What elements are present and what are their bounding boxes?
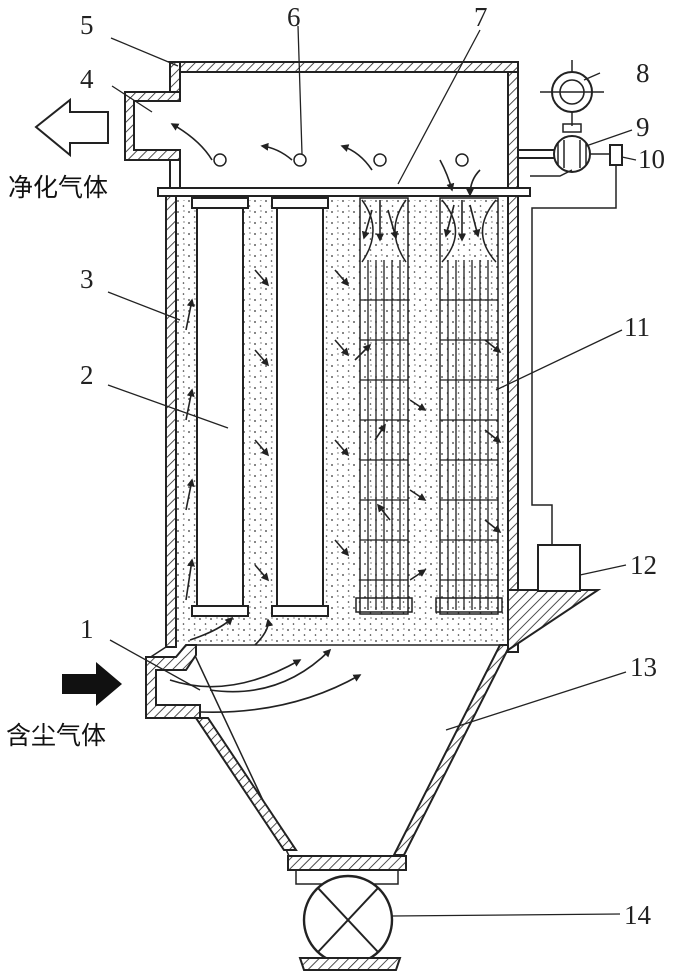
compressed-air-tank <box>540 60 604 126</box>
leader-lines <box>107 25 637 917</box>
label-2: 2 <box>80 360 94 390</box>
filter-bag-cage-3 <box>355 197 413 615</box>
gas-flow-arrows <box>169 123 502 714</box>
control-box <box>537 544 581 592</box>
dusty-gas-arrow <box>62 662 122 706</box>
dusty-gas-caption: 含尘气体 <box>6 721 106 750</box>
pulse-valve <box>518 123 610 173</box>
clean-gas-caption: 净化气体 <box>8 173 108 202</box>
housing-wall-right <box>507 61 519 653</box>
label-1: 1 <box>80 614 94 644</box>
clean-gas-arrow <box>34 97 109 158</box>
label-9: 9 <box>636 112 650 142</box>
clean-gas-outlet-duct <box>124 91 181 161</box>
label-10: 10 <box>638 144 665 174</box>
label-4: 4 <box>80 64 94 94</box>
filter-bag-2 <box>276 205 324 611</box>
blow-nozzle-4 <box>455 153 469 167</box>
support-bracket <box>507 589 602 652</box>
hopper-wall-right <box>392 644 512 856</box>
blow-nozzle-1 <box>213 153 227 167</box>
label-12: 12 <box>630 550 657 580</box>
label-5: 5 <box>80 10 94 40</box>
filter-bag-1 <box>196 205 244 611</box>
label-13: 13 <box>630 652 657 682</box>
blow-nozzle-2 <box>293 153 307 167</box>
label-6: 6 <box>287 2 301 32</box>
tube-sheet <box>157 187 531 197</box>
plenum-roof <box>167 61 519 73</box>
control-line <box>531 165 617 545</box>
label-14: 14 <box>624 900 652 930</box>
label-3: 3 <box>80 264 94 294</box>
pulse-controller <box>609 144 623 166</box>
label-7: 7 <box>474 2 488 32</box>
housing-wall-left <box>165 191 177 648</box>
inlet-duct <box>145 644 201 719</box>
label-11: 11 <box>624 312 650 342</box>
rotary-discharge-valve <box>287 855 407 971</box>
filter-bag-cage-4 <box>435 197 503 615</box>
hopper-wall-left <box>194 717 298 851</box>
blow-nozzle-3 <box>373 153 387 167</box>
label-8: 8 <box>636 58 650 88</box>
